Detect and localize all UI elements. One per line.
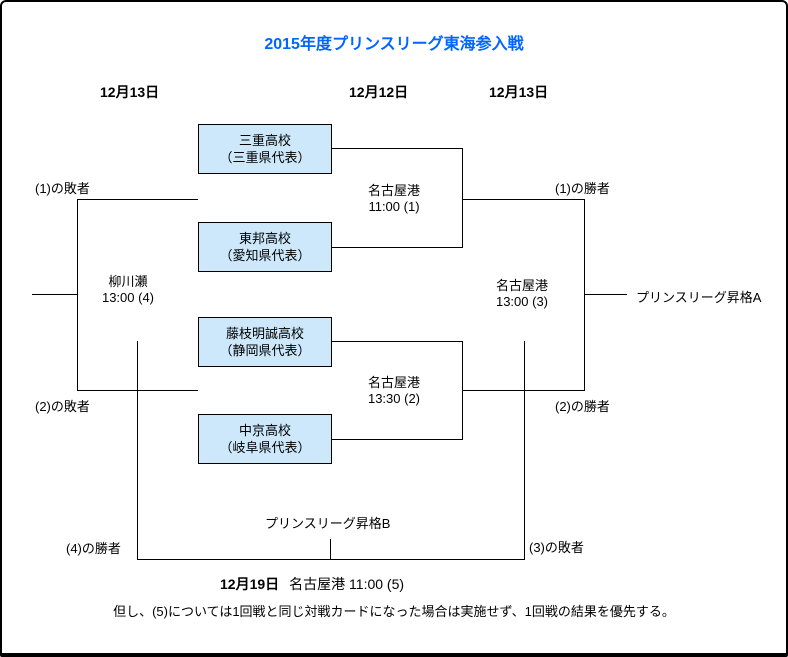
loser-of-1-label: (1)の敗者 [35, 181, 90, 196]
team-prefecture: （愛知県代表） [219, 248, 311, 263]
team-name: 中京高校 [238, 423, 291, 438]
match3-label: 名古屋港 13:00 (3) [460, 278, 584, 310]
team-name: 東邦高校 [238, 231, 291, 246]
team-box-fujieda-meisei: 藤枝明誠高校 （静岡県代表） [198, 317, 332, 367]
match3-time: 13:00 (3) [495, 294, 549, 309]
match5-venue-time: 名古屋港 11:00 (5) [289, 576, 405, 592]
team-box-toho: 東邦高校 （愛知県代表） [198, 222, 332, 272]
match1-bottom-connector [332, 247, 462, 248]
match2-bottom-connector [332, 439, 462, 440]
promotion-b-stub [330, 539, 331, 559]
match5-note: 但し、(5)については1回戦と同じ対戦カードになった場合は実施せず、1回戦の結果… [113, 604, 675, 619]
match5-baseline [137, 559, 525, 560]
match4-venue: 柳川瀬 [108, 274, 148, 289]
winner4-down-line [137, 341, 138, 560]
match1-time: 11:00 (1) [368, 199, 420, 214]
promotion-b-label: プリンスリーグ昇格B [265, 516, 391, 531]
match1-venue: 名古屋港 [367, 183, 420, 198]
winner-of-1-label: (1)の勝者 [555, 181, 610, 196]
round-date-middle: 12月12日 [349, 84, 409, 100]
promotion-a-line [584, 294, 627, 295]
loser-of-2-label: (2)の敗者 [35, 399, 90, 414]
loser-of-3-label: (3)の敗者 [529, 540, 584, 555]
match4-vertical [77, 199, 78, 391]
match2-winner-line [462, 390, 584, 391]
team-box-chukyo: 中京高校 （岐阜県代表） [198, 414, 332, 464]
promotion-a-label: プリンスリーグ昇格A [636, 290, 762, 305]
round-date-left: 12月13日 [100, 84, 160, 100]
page-title: 2015年度プリンスリーグ東海参入戦 [264, 36, 524, 53]
match4-winner-stub [32, 294, 77, 295]
round-date-right: 12月13日 [489, 84, 549, 100]
winner-of-4-label: (4)の勝者 [66, 541, 121, 556]
winner-of-2-label: (2)の勝者 [555, 399, 610, 414]
match1-winner-line [462, 199, 584, 200]
match2-top-connector [332, 341, 462, 342]
match5-date: 12月19日 [220, 576, 280, 592]
loser3-down-line [524, 341, 525, 560]
match1-label: 名古屋港 11:00 (1) [332, 183, 456, 215]
match4-time: 13:00 (4) [101, 290, 155, 305]
team-box-mie: 三重高校 （三重県代表） [198, 124, 332, 174]
final-vertical [584, 199, 585, 391]
match5-info: 12月19日名古屋港 11:00 (5) [220, 574, 404, 594]
match1-vertical [462, 148, 463, 248]
team-prefecture: （三重県代表） [219, 150, 311, 165]
match2-label: 名古屋港 13:30 (2) [332, 375, 456, 407]
match2-time: 13:30 (2) [367, 391, 421, 406]
match4-label: 柳川瀬 13:00 (4) [66, 274, 190, 306]
match1-top-connector [332, 148, 462, 149]
match3-venue: 名古屋港 [495, 278, 548, 293]
team-name: 三重高校 [238, 133, 291, 148]
match2-venue: 名古屋港 [367, 375, 420, 390]
team-name: 藤枝明誠高校 [225, 326, 304, 341]
team-prefecture: （静岡県代表） [219, 343, 311, 358]
team-prefecture: （岐阜県代表） [219, 440, 311, 455]
loser1-entry-line [77, 199, 198, 200]
